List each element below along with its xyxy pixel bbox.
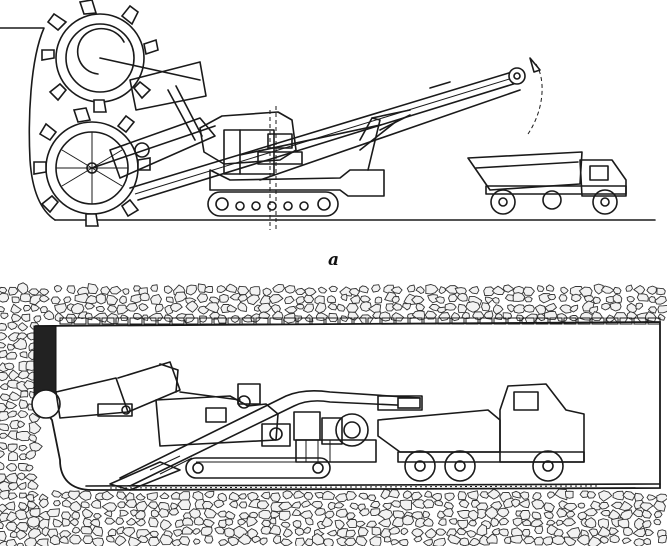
excavator-body — [199, 106, 411, 232]
working-face-outline — [0, 27, 56, 221]
discharge-conveyor-boom — [129, 57, 543, 201]
upper-bucket-wheel — [41, 0, 159, 113]
panel-a-label: a — [328, 250, 339, 270]
tunnel-floor — [85, 483, 661, 487]
dump-truck-surface — [467, 151, 627, 215]
lower-bucket-wheel — [33, 107, 151, 227]
cutter-head — [31, 361, 241, 419]
lower-wheel-boom — [109, 117, 216, 179]
tunnel-lining — [59, 317, 661, 325]
rock-mass — [0, 282, 667, 546]
upper-wheel-boom — [129, 61, 207, 111]
dump-truck-tunnel — [377, 383, 585, 482]
tunnel-crawler-track — [109, 457, 331, 491]
excavator-crawler-track — [207, 191, 339, 217]
tunneling-machine-body — [155, 383, 377, 463]
panel-b-tunnel-excavator — [0, 282, 667, 546]
tunnel-conveyor — [119, 390, 423, 487]
panel-a-surface-excavator: a — [0, 0, 656, 270]
